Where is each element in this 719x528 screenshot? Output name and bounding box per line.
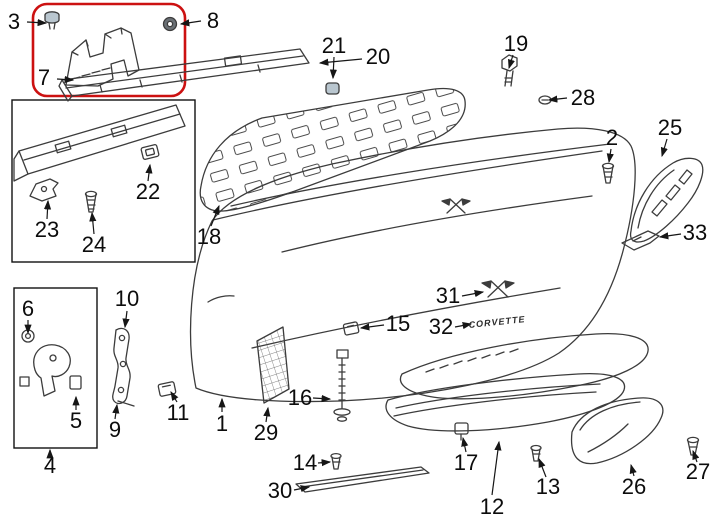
callout-32: 32 xyxy=(428,314,454,339)
callout-9: 9 xyxy=(108,417,122,442)
corner-molding-part-26 xyxy=(570,397,664,465)
callout-21: 21 xyxy=(321,33,347,58)
callout-33: 33 xyxy=(682,220,708,245)
vent-grille-part-29 xyxy=(256,326,290,404)
clip-part-22 xyxy=(140,144,160,160)
callout-4: 4 xyxy=(43,453,57,478)
callout-19: 19 xyxy=(503,31,529,56)
impact-bar-part-18-box xyxy=(13,104,186,182)
upper-bar-part-20 xyxy=(58,48,310,102)
bracket-part-23 xyxy=(29,178,59,202)
screw-part-13 xyxy=(530,444,542,462)
clip-part-17 xyxy=(454,422,469,441)
callout-31: 31 xyxy=(435,283,461,308)
highlight-box xyxy=(31,2,187,98)
leader-arrows xyxy=(24,18,700,496)
bolt-part-19 xyxy=(501,54,518,87)
callout-2: 2 xyxy=(605,125,619,150)
screw-part-14 xyxy=(330,452,342,470)
callout-20: 20 xyxy=(365,44,391,69)
callout-12: 12 xyxy=(479,494,505,519)
callout-26: 26 xyxy=(621,474,647,499)
callout-1: 1 xyxy=(215,411,229,436)
bracket-part-5 xyxy=(19,344,82,397)
callout-16: 16 xyxy=(287,385,313,410)
bezel-part-25 xyxy=(629,157,704,243)
callout-15: 15 xyxy=(385,311,411,336)
callout-8: 8 xyxy=(206,8,220,33)
bracket-part-10 xyxy=(112,327,135,407)
callout-11: 11 xyxy=(166,400,190,425)
callout-24: 24 xyxy=(81,232,107,257)
clip-part-15 xyxy=(342,321,360,336)
group-box-brackets xyxy=(13,287,98,449)
clip-part-11 xyxy=(157,381,177,397)
callout-29: 29 xyxy=(253,420,279,445)
screw-part-2 xyxy=(601,162,615,184)
callout-18: 18 xyxy=(196,224,222,249)
callout-27: 27 xyxy=(685,459,711,484)
energy-absorber-part-18 xyxy=(199,87,466,212)
callout-14: 14 xyxy=(292,450,318,475)
screw-part-24 xyxy=(84,190,98,213)
callout-17: 17 xyxy=(453,450,479,475)
grommet-part-8 xyxy=(162,16,178,32)
callout-25: 25 xyxy=(657,115,683,140)
callout-22: 22 xyxy=(135,179,161,204)
bolt-stud-part-16 xyxy=(333,349,351,422)
bracket-part-7 xyxy=(65,27,140,87)
bracket-part-33 xyxy=(621,230,660,251)
callout-6: 6 xyxy=(21,296,35,321)
callout-10: 10 xyxy=(114,286,140,311)
clip-part-21 xyxy=(325,82,340,95)
lower-valance-part-12 xyxy=(385,332,649,432)
callout-30: 30 xyxy=(267,478,293,503)
callout-13: 13 xyxy=(535,474,561,499)
flags-emblem-part-31 xyxy=(481,280,515,298)
fascia-flags-decal xyxy=(441,198,471,214)
callout-5: 5 xyxy=(69,408,83,433)
callout-3: 3 xyxy=(7,9,21,34)
callout-7: 7 xyxy=(37,65,51,90)
callout-23: 23 xyxy=(34,217,60,242)
push-pin-part-3 xyxy=(44,11,60,30)
group-box-impact-bar xyxy=(11,99,196,263)
callout-28: 28 xyxy=(570,85,596,110)
